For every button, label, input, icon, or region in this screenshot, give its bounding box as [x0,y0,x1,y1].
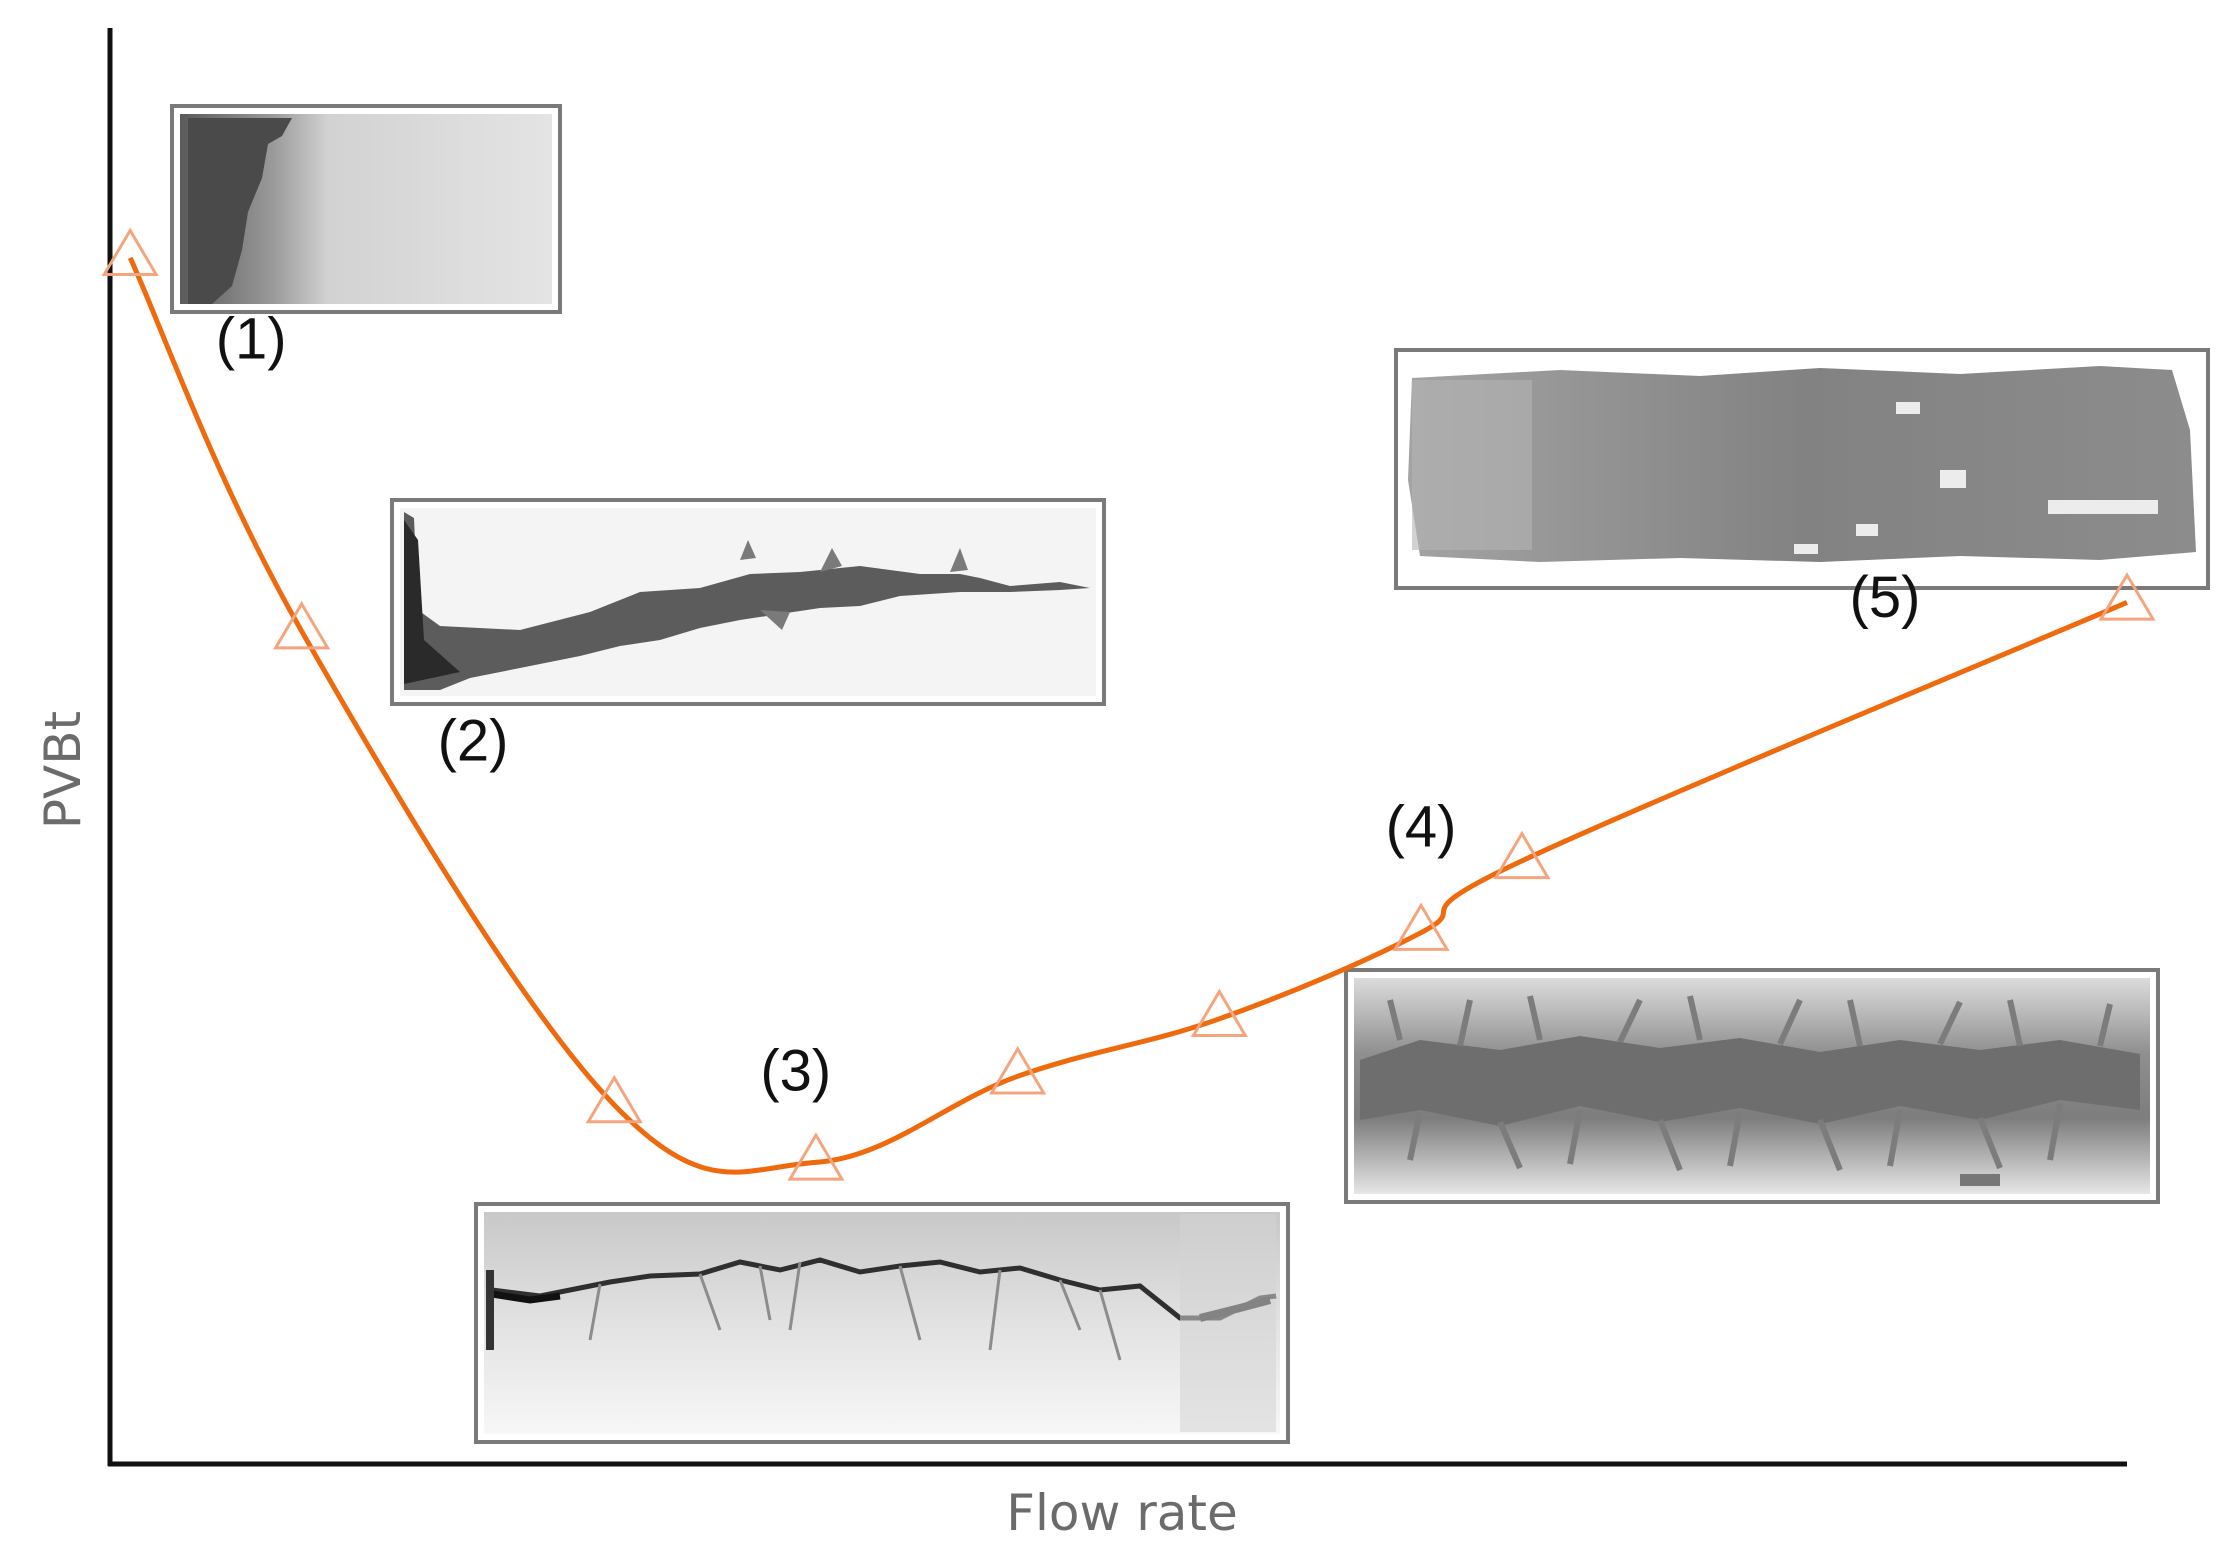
data-point-marker-5 [989,1046,1047,1095]
inset-image-4 [1344,968,2160,1204]
pvbt-series [101,227,2156,1181]
stage-label-4: (4) [1386,795,1457,860]
inset-image-2 [390,498,1106,706]
ramified-wormhole-icon [1354,978,2150,1194]
data-point-marker-9 [2098,572,2156,621]
uniform-dissolution-icon [1408,366,2196,562]
x-axis-title: Flow rate [1006,1484,1238,1542]
inset-image-3 [474,1202,1290,1444]
data-point-marker-2 [272,600,331,650]
data-point-marker-7 [1392,902,1450,951]
data-point-marker-4 [787,1132,845,1181]
inset-image-1 [170,104,562,314]
stage-label-3: (3) [760,1039,831,1104]
series-markers [101,227,2156,1181]
stage-label-5: (5) [1850,565,1921,630]
series-line [127,256,2128,1175]
data-point-marker-8 [1493,830,1551,880]
inset-image-5 [1394,348,2210,590]
stage-label-1: (1) [216,306,287,371]
y-axis-title: PVBt [34,711,92,829]
core-face-dissolution-icon [180,114,552,304]
data-point-marker-3 [585,1074,643,1124]
stage-annotations: (1) (2) (3) (4) (5) [216,306,1921,1103]
stage-label-2: (2) [438,708,509,773]
conical-wormhole-icon [400,508,1096,696]
data-point-marker-6 [1190,988,1248,1038]
data-point-marker-1 [101,227,159,276]
dominant-wormhole-icon [484,1212,1280,1434]
